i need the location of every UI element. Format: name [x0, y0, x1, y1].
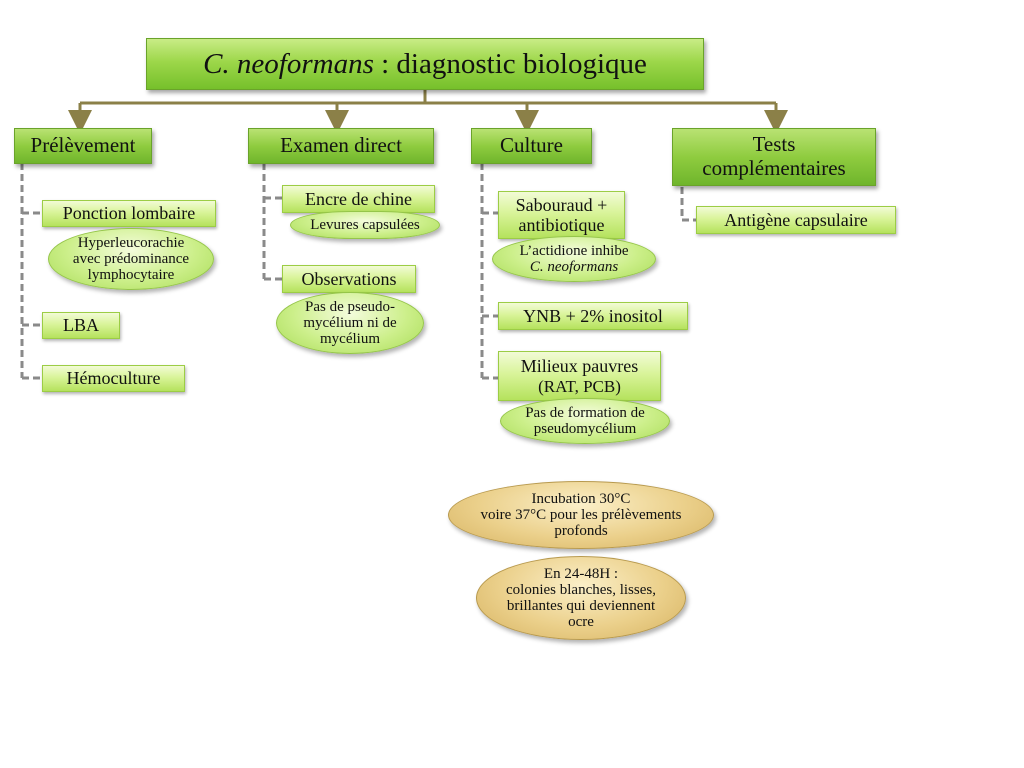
title-species: C. neoformans [203, 47, 374, 80]
colonies-line-1: En 24-48H : [543, 565, 619, 582]
title-connectors [68, 88, 788, 134]
note-hyperleucorachie-text: Hyperleucorachie avec prédominance lymph… [72, 234, 190, 284]
sabouraud-line-2: antibiotique [518, 215, 605, 235]
milieux-line-1: Milieux pauvres [520, 355, 639, 376]
note-levures-capsulees-text: Levures capsulées [310, 216, 420, 233]
note-colonies: En 24-48H : colonies blanches, lisses, b… [476, 556, 686, 640]
leaf-ynb-inositol: YNB + 2% inositol [498, 302, 688, 330]
header-culture: Culture [471, 128, 592, 164]
note-pas-de-pseudo-mycelium-text: Pas de pseudo-mycélium ni de mycélium [303, 298, 397, 348]
leaf-hemoculture: Hémoculture [42, 365, 185, 392]
dashed-connectors [20, 163, 696, 380]
header-tests-complementaires: Tests complémentaires [672, 128, 876, 186]
leaf-observations: Observations [282, 265, 416, 293]
header-prelevement: Prélèvement [14, 128, 152, 164]
leaf-sabouraud: Sabouraud +antibiotique [498, 191, 625, 239]
colonies-line-4: ocre [568, 614, 594, 631]
note-pas-de-formation: Pas de formation de pseudomycélium [500, 398, 670, 444]
note-actidione-species: C. neoformans [529, 259, 619, 275]
milieux-line-2: (RAT, PCB) [538, 377, 621, 396]
sabouraud-line-1: Sabouraud + [515, 194, 608, 215]
leaf-ponction-lombaire: Ponction lombaire [42, 200, 216, 227]
note-levures-capsulees: Levures capsulées [290, 211, 440, 239]
incubation-line-3: profonds [554, 523, 608, 540]
title-text: : diagnostic biologique [373, 47, 647, 80]
incubation-line-2: voire 37°C pour les prélèvements [480, 506, 682, 523]
leaf-encre-de-chine: Encre de chine [282, 185, 435, 213]
leaf-milieux-pauvres: Milieux pauvres(RAT, PCB) [498, 351, 661, 401]
colonies-line-2: colonies blanches, lisses, [506, 581, 656, 598]
note-incubation: Incubation 30°C voire 37°C pour les prél… [448, 481, 714, 549]
note-hyperleucorachie: Hyperleucorachie avec prédominance lymph… [48, 228, 214, 290]
colonies-line-3: brillantes qui deviennent [506, 598, 656, 614]
leaf-lba: LBA [42, 312, 120, 339]
note-pas-de-formation-text: Pas de formation de pseudomycélium [525, 404, 645, 437]
note-pas-de-pseudo-mycelium: Pas de pseudo-mycélium ni de mycélium [276, 292, 424, 354]
header-examen-direct: Examen direct [248, 128, 434, 164]
leaf-antigene-capsulaire: Antigène capsulaire [696, 206, 896, 234]
incubation-line-1: Incubation 30°C [531, 490, 631, 507]
page-title: C. neoformans : diagnostic biologique [146, 38, 704, 90]
note-actidione-text: L’actidione inhibe [519, 242, 629, 259]
